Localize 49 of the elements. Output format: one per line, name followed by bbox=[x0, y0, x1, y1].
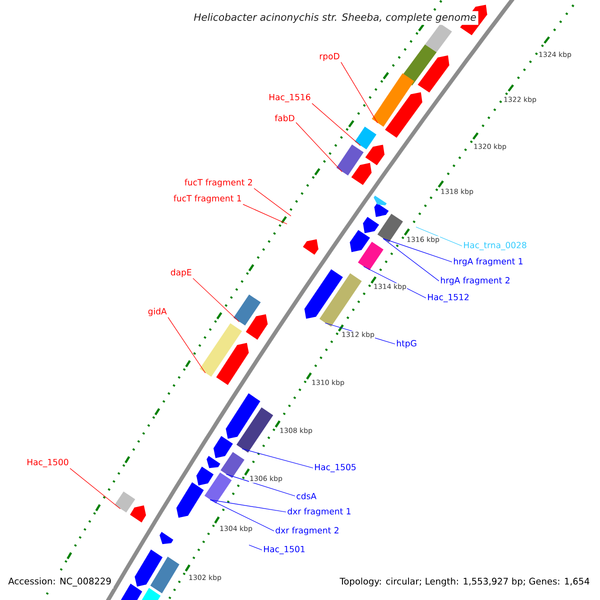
gene-label: hrgA fragment 2 bbox=[440, 276, 510, 286]
leader-line bbox=[242, 204, 288, 224]
gene-label: Hac_1516 bbox=[269, 94, 310, 102]
gene-label: dapE bbox=[170, 268, 192, 278]
leader-line bbox=[242, 448, 314, 468]
gene-label: dxr fragment 2 bbox=[276, 526, 338, 536]
leader-line bbox=[382, 238, 452, 262]
gene-block bbox=[220, 452, 244, 478]
leader-line bbox=[226, 474, 296, 496]
gene-block bbox=[358, 242, 384, 270]
leader-line bbox=[312, 103, 361, 146]
leader-line bbox=[168, 317, 206, 374]
gene-block bbox=[354, 126, 376, 150]
accession-text: Accession: NC_008229 bbox=[6, 576, 114, 588]
gene-label: cdsA bbox=[296, 492, 316, 500]
gene-label: fabD bbox=[274, 114, 294, 122]
gene-block bbox=[236, 407, 274, 453]
gene-label: hrgA fragment 1 bbox=[454, 258, 522, 266]
gene-label: Hac_1505 bbox=[315, 464, 356, 472]
gene-block bbox=[377, 214, 403, 242]
leader-line bbox=[340, 62, 378, 124]
gene-label: Hac_trna_0028 bbox=[464, 242, 526, 250]
gene-label: fucT fragment 1 bbox=[174, 194, 242, 204]
leader-line bbox=[254, 188, 292, 216]
gene-label: Hac_1501 bbox=[264, 546, 305, 554]
gene-block bbox=[200, 323, 242, 377]
gene-block bbox=[372, 73, 414, 127]
gene-block bbox=[319, 273, 362, 327]
leader-line bbox=[248, 544, 262, 550]
leader-line bbox=[210, 500, 286, 512]
gene-label: gidA bbox=[148, 308, 167, 316]
gene-label: fucT fragment 2 bbox=[184, 178, 252, 188]
gene-block bbox=[114, 491, 136, 513]
title: Helicobacter acinonychis str. Sheeba, complete genome bbox=[192, 11, 478, 25]
gene-label: dxr fragment 1 bbox=[288, 508, 350, 516]
leader-line bbox=[296, 122, 342, 172]
gene-label: Hac_1500 bbox=[27, 458, 68, 468]
leader-line bbox=[210, 500, 274, 532]
summary-text: Topology: circular; Length: 1,553,927 bp; Genes: 1,654 bbox=[338, 576, 592, 588]
leader-line bbox=[416, 226, 462, 246]
gene-label: htpG bbox=[396, 340, 416, 348]
gene-block bbox=[336, 144, 364, 176]
gene-block bbox=[233, 294, 261, 326]
gene-block bbox=[204, 472, 232, 504]
leader-line bbox=[70, 468, 121, 510]
leader-line bbox=[192, 278, 240, 322]
gene-label: Hac_1512 bbox=[428, 294, 469, 302]
gene-label: rpoD bbox=[320, 53, 340, 61]
leader-line bbox=[382, 238, 440, 282]
